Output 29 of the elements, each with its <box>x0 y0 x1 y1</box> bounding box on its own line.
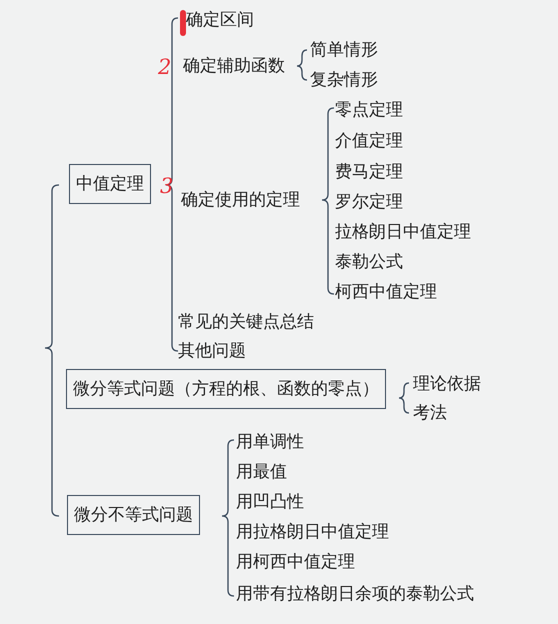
branch-text: 考法 <box>413 402 447 424</box>
branch-text: 介值定理 <box>335 130 403 152</box>
topic-text: 微分等式问题（方程的根、函数的零点） <box>73 379 379 399</box>
branch-text: 确定辅助函数 <box>183 55 285 77</box>
topic-box <box>66 369 386 409</box>
handwritten-number: 2 <box>158 56 172 78</box>
branch-text: 用凹凸性 <box>236 491 304 513</box>
branch-text: 用最值 <box>236 461 287 483</box>
branch-text: 零点定理 <box>335 99 403 121</box>
branch-text: 确定使用的定理 <box>181 189 300 211</box>
branch-text: 复杂情形 <box>310 69 378 91</box>
branch-text: 罗尔定理 <box>335 191 403 213</box>
topic-box <box>67 495 200 535</box>
branch-text: 理论依据 <box>413 373 481 395</box>
branch-text: 简单情形 <box>310 39 378 61</box>
topic-box <box>69 164 151 204</box>
topic-text: 中值定理 <box>76 174 144 194</box>
branch-text: 其他问题 <box>178 340 246 362</box>
branch-text: 用柯西中值定理 <box>236 551 355 573</box>
branch-text: 常见的关键点总结 <box>178 311 314 333</box>
branch-text: 拉格朗日中值定理 <box>335 221 471 243</box>
branch-text: 用单调性 <box>236 431 304 453</box>
branch-text: 用拉格朗日中值定理 <box>236 521 389 543</box>
branch-text: 确定区间 <box>186 9 254 31</box>
branch-text: 泰勒公式 <box>335 251 403 273</box>
branch-text: 柯西中值定理 <box>335 281 437 303</box>
branch-text: 用带有拉格朗日余项的泰勒公式 <box>236 583 474 605</box>
branch-text: 费马定理 <box>335 161 403 183</box>
topic-text: 微分不等式问题 <box>74 505 193 525</box>
